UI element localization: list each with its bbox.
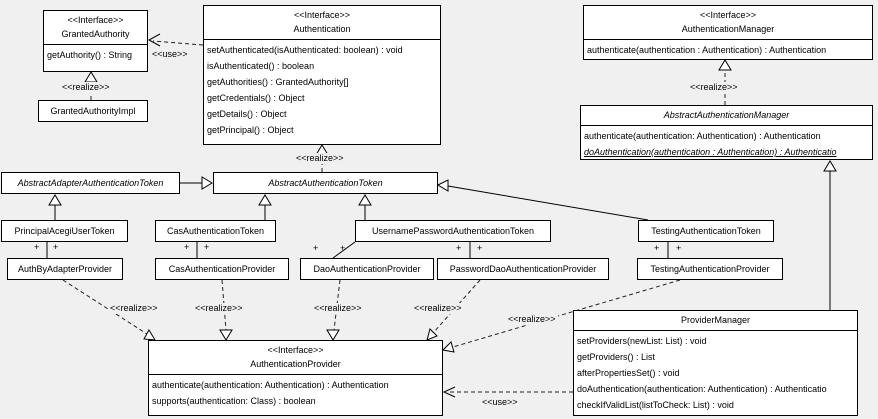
realize-label: <<realize>> [312,303,364,314]
stereotype: <<Interface>> [67,15,124,25]
class-cas-authentication-provider: CasAuthenticationProvider [155,258,289,280]
method: isAuthenticated() : boolean [207,61,315,71]
class-authentication: <<Interface>> Authentication setAuthenti… [203,5,441,145]
class-name: DaoAuthenticationProvider [313,264,421,274]
class-name: GrantedAuthorityImpl [50,106,136,116]
association-plus-marker: + [654,243,660,253]
realize-label: <<realize>> [688,82,740,93]
association-plus-marker: + [340,243,346,253]
class-name: PasswordDaoAuthenticationProvider [449,264,597,274]
class-abstract-authentication-manager: AbstractAuthenticationManager authentica… [580,105,873,160]
generalization-casauthenticationtoken [258,194,272,220]
class-name: AbstractAdapterAuthenticationToken [17,178,164,188]
method: getCredentials() : Object [207,93,305,103]
class-name: ProviderManager [680,315,751,325]
class-name: CasAuthenticationProvider [168,264,276,274]
class-name: AbstractAuthenticationToken [268,178,383,188]
class-name: AuthenticationManager [681,24,775,34]
class-testing-authentication-provider: TestingAuthenticationProvider [637,258,783,280]
realize-label: <<realize>> [108,303,160,314]
class-name: UsernamePasswordAuthenticationToken [371,226,535,236]
association-plus-marker: + [204,242,210,252]
stereotype: <<Interface>> [293,10,351,20]
use-label: <<use>> [480,397,520,408]
generalization-usernamepasswordtoken [358,194,372,220]
method: getAuthorities() : GrantedAuthority[] [207,77,349,87]
class-name: CasAuthenticationToken [166,226,265,236]
class-auth-by-adapter-provider: AuthByAdapterProvider [7,258,123,280]
method: doAuthentication(authentication : Authen… [584,147,837,157]
method: getPrincipal() : Object [207,125,294,135]
use-edge-authentication-to-grantedauthority [147,33,204,47]
class-name: TestingAuthenticationToken [651,226,761,236]
method: checkIfValidList(listToCheck: List) : vo… [577,400,734,410]
class-username-password-authentication-token: UsernamePasswordAuthenticationToken [355,220,551,242]
class-name: TestingAuthenticationProvider [650,264,770,274]
method: authenticate(authentication: Authenticat… [152,380,389,390]
class-authentication-manager: <<Interface>> AuthenticationManager auth… [583,5,873,60]
class-name: Authentication [293,24,351,34]
method: doAuthentication(authentication: Authent… [577,384,827,394]
class-name: AuthenticationProvider [250,359,341,369]
use-edge-providermanager-to-authenticationprovider [442,386,573,398]
stereotype: <<Interface>> [699,10,757,20]
class-principal-acegi-user-token: PrincipalAcegiUserToken [1,220,128,242]
generalization-abstractadapter-to-abstracttoken [180,176,213,190]
association-plus-marker: + [477,243,483,253]
method: authenticate(authentication : Authentica… [587,45,827,55]
class-abstract-authentication-token: AbstractAuthenticationToken [213,172,438,194]
class-authentication-provider: <<Interface>> AuthenticationProvider aut… [148,340,443,416]
realize-label: <<realize>> [506,314,558,325]
class-name: AuthByAdapterProvider [17,264,113,274]
method: getDetails() : Object [207,109,287,119]
method: getProviders() : List [577,352,656,362]
class-name: AbstractAuthenticationManager [663,110,790,120]
class-name: PrincipalAcegiUserToken [14,226,115,236]
class-testing-authentication-token: TestingAuthenticationToken [638,220,774,242]
method: setProviders(newList: List) : void [577,336,707,346]
method: setAuthenticated(isAuthenticated: boolea… [207,45,403,55]
method: authenticate(authentication: Authenticat… [584,131,821,141]
generalization-testingauthenticationtoken [436,179,649,221]
realize-label: <<realize>> [412,303,464,314]
class-provider-manager: ProviderManager setProviders(newList: Li… [573,310,858,416]
association-plus-marker: + [34,242,40,252]
generalization-providermanager [823,160,837,310]
stereotype: <<Interface>> [267,345,324,355]
class-dao-authentication-provider: DaoAuthenticationProvider [300,258,434,280]
generalization-principalacegiusertoken [48,194,62,220]
use-label: <<use>> [150,49,190,60]
realize-label: <<realize>> [193,303,245,314]
realize-label: <<realize>> [60,82,112,93]
class-granted-authority-impl: GrantedAuthorityImpl [38,100,148,122]
class-granted-authority: <<Interface>> GrantedAuthority getAuthor… [43,10,148,72]
method: getAuthority() : String [47,50,133,60]
method: afterPropertiesSet() : void [577,368,680,378]
class-cas-authentication-token: CasAuthenticationToken [155,220,276,242]
association-plus-marker: + [184,242,190,252]
class-name: GrantedAuthority [61,29,130,39]
realize-label: <<realize>> [294,153,346,164]
association-plus-marker: + [53,242,59,252]
class-password-dao-authentication-provider: PasswordDaoAuthenticationProvider [437,258,609,280]
association-plus-marker: + [676,243,682,253]
class-abstract-adapter-authentication-token: AbstractAdapterAuthenticationToken [1,172,180,194]
association-plus-marker: + [313,243,319,253]
method: supports(authentication: Class) : boolea… [152,396,316,406]
association-plus-marker: + [456,243,462,253]
